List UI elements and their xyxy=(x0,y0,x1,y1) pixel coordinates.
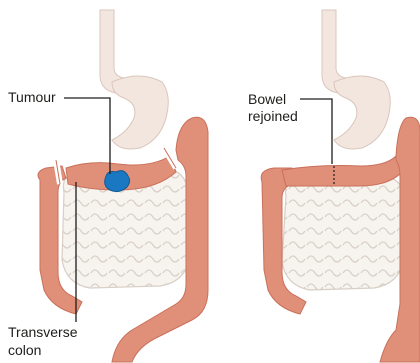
transverse-label: Transverse xyxy=(8,324,78,341)
tumour xyxy=(105,171,130,192)
colon-label: colon xyxy=(8,342,41,359)
left-panel xyxy=(38,10,208,362)
bowel-label: Bowel xyxy=(248,91,286,108)
stomach-right xyxy=(334,76,390,149)
rejoined-label: rejoined xyxy=(248,108,298,125)
right-panel xyxy=(261,10,420,362)
rejoined-colon xyxy=(282,156,404,186)
tumour-label: Tumour xyxy=(8,89,56,106)
stomach-left xyxy=(112,76,168,149)
bowel-leader-line xyxy=(300,99,332,164)
